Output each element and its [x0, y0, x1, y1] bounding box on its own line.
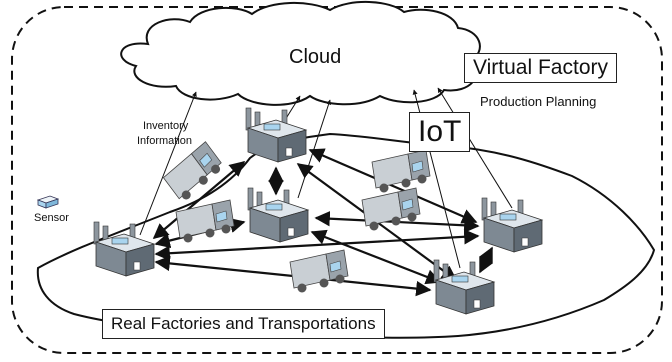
sensor-icon — [36, 195, 60, 209]
factory-icon — [245, 107, 307, 163]
production-planning-label: Production Planning — [480, 94, 597, 109]
sensor-label: Sensor — [34, 212, 69, 224]
real-factories-box: Real Factories and Transportations — [102, 309, 385, 339]
inventory-label-line2: Information — [137, 135, 193, 147]
virtual-factory-box: Virtual Factory — [464, 53, 617, 83]
inventory-label-line1: Inventory — [143, 120, 189, 132]
iot-box: IoT — [409, 112, 471, 152]
cloud-label: Cloud — [289, 46, 342, 68]
